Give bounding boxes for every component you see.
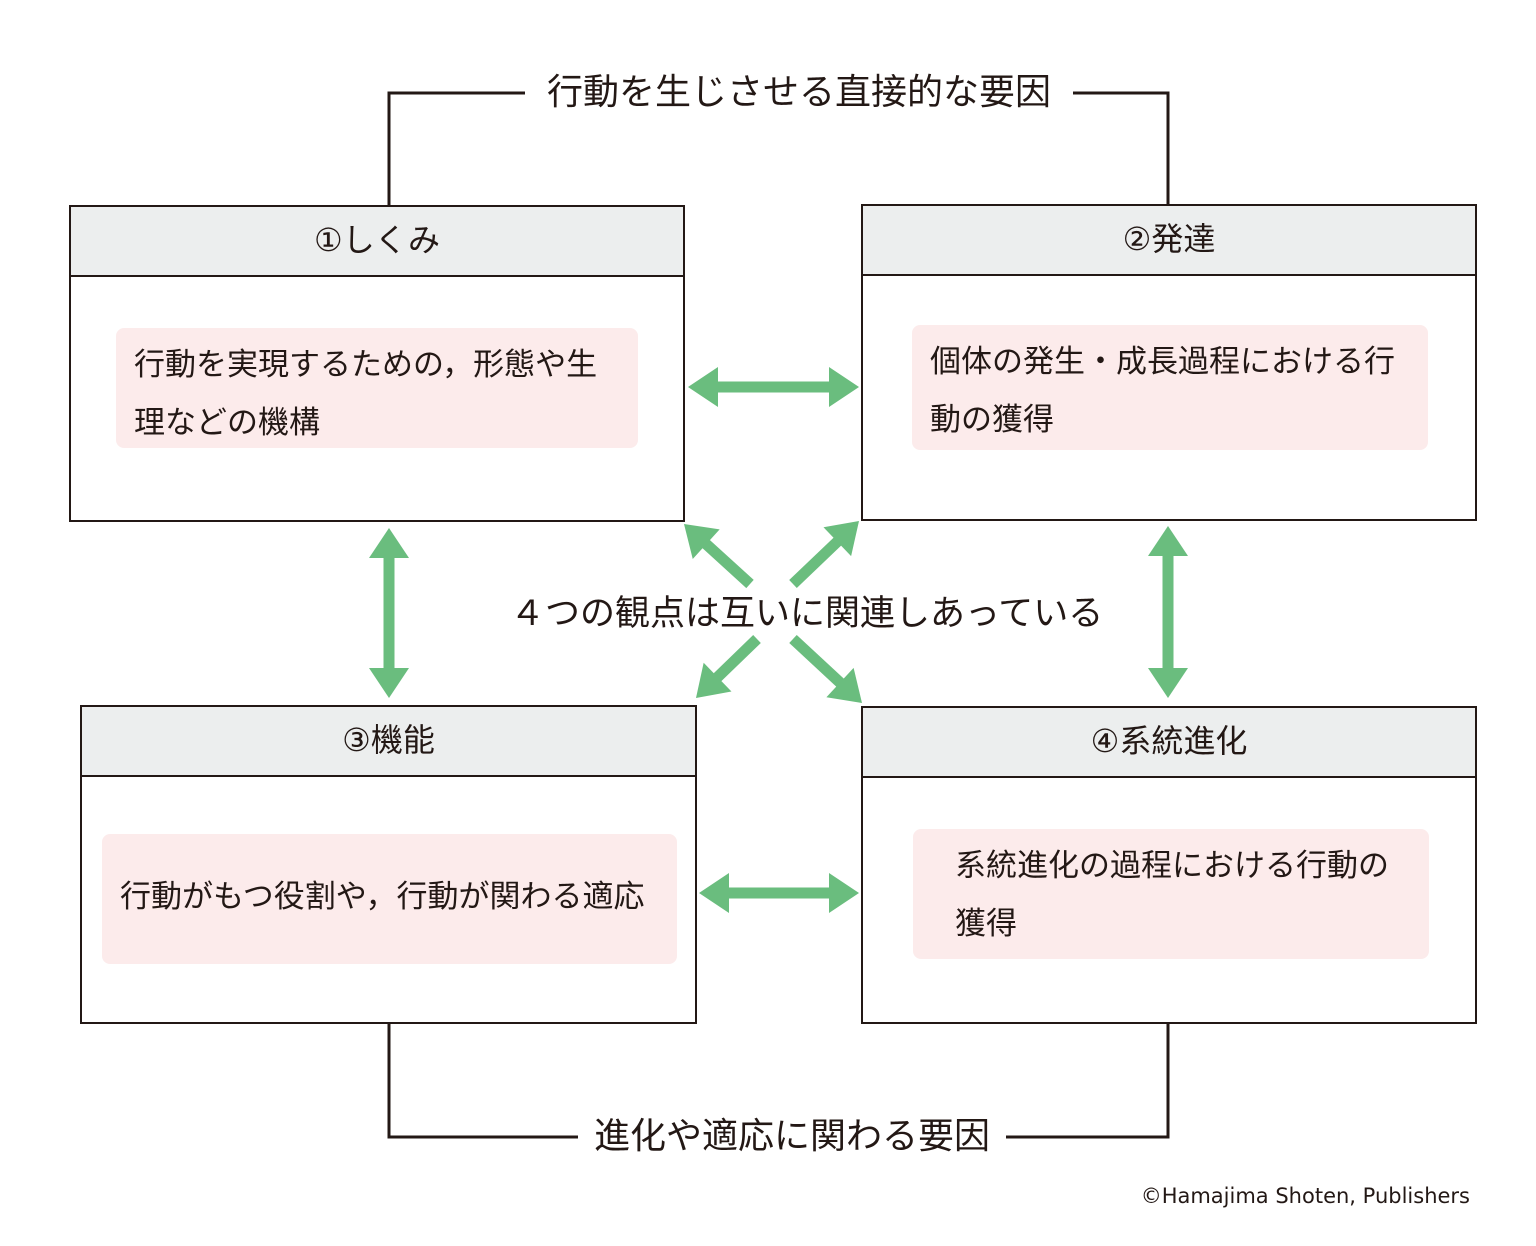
arrow-mechanism-development [688, 367, 859, 407]
box-description: 個体の発生・成長過程における行動の獲得 [912, 325, 1428, 450]
arrow-to-phylogeny [789, 634, 862, 703]
box-description: 系統進化の過程における行動の獲得 [913, 829, 1429, 959]
arrow-development-phylogeny [1148, 526, 1188, 698]
box-title: ①しくみ [71, 207, 683, 277]
box-description: 行動を実現するための，形態や生理などの機構 [116, 328, 638, 448]
box-mechanism: ①しくみ 行動を実現するための，形態や生理などの機構 [69, 205, 685, 522]
box-development: ②発達 個体の発生・成長過程における行動の獲得 [861, 204, 1477, 521]
center-relation-label: ４つの観点は互いに関連しあっている [510, 594, 1104, 634]
arrow-group [369, 367, 1188, 913]
arrow-to-function [696, 635, 761, 698]
top-factor-label: 行動を生じさせる直接的な要因 [525, 69, 1074, 117]
box-title: ④系統進化 [863, 708, 1475, 778]
box-description: 行動がもつ役割や，行動が関わる適応 [102, 834, 677, 964]
box-function: ③機能 行動がもつ役割や，行動が関わる適応 [80, 705, 697, 1024]
copyright-notice: ©Hamajima Shoten, Publishers [1140, 1184, 1470, 1208]
arrow-mechanism-function [369, 528, 409, 698]
box-phylogeny: ④系統進化 系統進化の過程における行動の獲得 [861, 706, 1477, 1024]
box-title: ②発達 [863, 206, 1475, 276]
arrow-to-mechanism [684, 524, 754, 589]
arrow-to-development [789, 521, 859, 588]
bottom-factor-label: 進化や適応に関わる要因 [578, 1113, 1007, 1161]
box-title: ③機能 [82, 707, 695, 777]
arrow-function-phylogeny [699, 873, 859, 913]
